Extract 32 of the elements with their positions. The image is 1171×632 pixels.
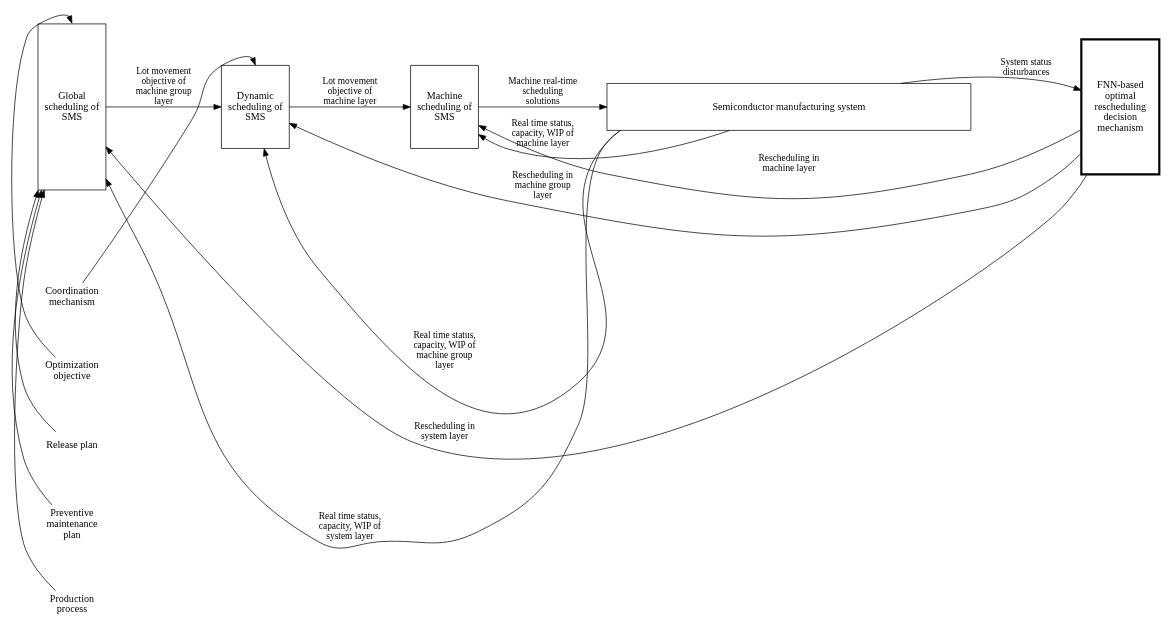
node-text: Optimization objective bbox=[45, 358, 99, 381]
edge-label: Real time status, capacity, WIP of machine layer bbox=[511, 117, 574, 148]
arrow bbox=[478, 124, 1082, 199]
arrow bbox=[105, 129, 621, 548]
node-text: Coordination mechanism bbox=[45, 284, 99, 307]
arrow bbox=[289, 103, 411, 110]
edge-label: Rescheduling in system layer bbox=[414, 420, 475, 441]
arrow bbox=[289, 122, 1082, 236]
edge-label: Real time status, capacity, WIP of system layer bbox=[318, 510, 382, 541]
arrow bbox=[105, 103, 222, 110]
node-box: Machine scheduling of SMS bbox=[410, 64, 479, 149]
edge-label: Rescheduling in machine group layer bbox=[512, 169, 574, 200]
node-box: Semiconductor manufacturing system bbox=[606, 82, 972, 131]
edge-label: Rescheduling in machine layer bbox=[758, 152, 820, 173]
edge-label: Lot movement objective of machine layer bbox=[322, 75, 378, 106]
arrow bbox=[263, 129, 621, 414]
node-box: FNN-based optimal rescheduling decision mechanism bbox=[1080, 37, 1161, 176]
edge-label: System status disturbances bbox=[1000, 56, 1052, 77]
edge-label: Machine real-time scheduling solutions bbox=[508, 75, 578, 106]
node-text: Preventive maintenance plan bbox=[46, 506, 98, 540]
node-box: Global scheduling of SMS bbox=[37, 23, 107, 190]
arrow bbox=[11, 14, 73, 358]
arrow bbox=[478, 129, 730, 159]
arrow bbox=[478, 103, 608, 110]
arrow bbox=[900, 76, 1082, 91]
arrow bbox=[82, 55, 256, 283]
node-box: Dynamic scheduling of SMS bbox=[221, 64, 290, 149]
edge-label: Real time status, capacity, WIP of machine group layer bbox=[413, 329, 476, 370]
edge-label: Lot movement objective of machine group layer bbox=[135, 65, 192, 106]
node-text: Release plan bbox=[46, 438, 98, 449]
arrow bbox=[105, 146, 1088, 459]
node-text: Production process bbox=[49, 592, 95, 614]
